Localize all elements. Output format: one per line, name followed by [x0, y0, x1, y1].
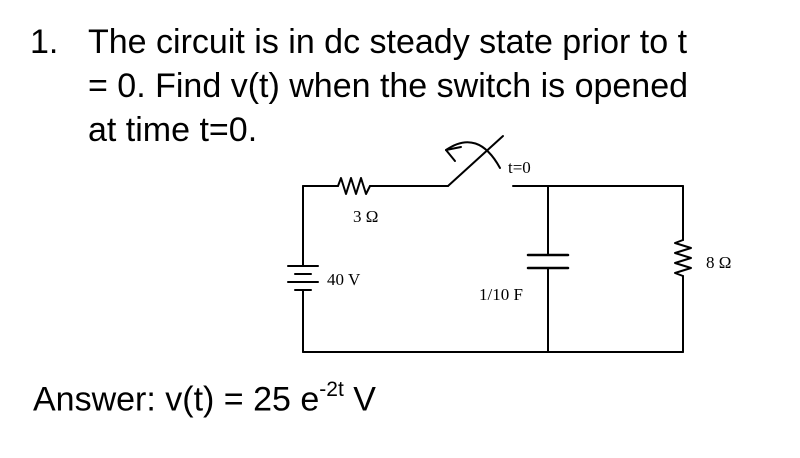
resistor-3ohm-symbol: [337, 177, 371, 195]
problem-text: The circuit is in dc steady state prior …: [88, 20, 768, 152]
switch-blade: [447, 135, 504, 187]
label-capacitor: 1/10 F: [479, 285, 523, 304]
label-resistor-3ohm: 3 Ω: [353, 207, 378, 226]
label-resistor-8ohm: 8 Ω: [706, 253, 731, 272]
switch-arrow-arc: [445, 141, 501, 169]
answer: Answer: v(t) = 25 e-2t V: [33, 378, 376, 419]
answer-exponent: -2t: [319, 378, 344, 401]
problem-number: 1.: [30, 23, 59, 61]
switch-arrow-head: [445, 146, 462, 162]
resistor-8ohm-symbol: [674, 239, 692, 277]
answer-prefix: Answer: v(t) = 25 e: [33, 380, 320, 419]
label-source-40v: 40 V: [327, 270, 361, 289]
label-switch-t0: t=0: [508, 158, 531, 177]
problem-line-2: = 0. Find v(t) when the switch is opened: [88, 67, 689, 105]
problem-line-3: at time t=0.: [88, 111, 258, 149]
problem-line-1: The circuit is in dc steady state prior …: [88, 23, 688, 61]
capacitor-symbol: [526, 253, 570, 270]
answer-suffix: V: [343, 380, 376, 419]
voltage-source-symbol: [287, 265, 319, 291]
